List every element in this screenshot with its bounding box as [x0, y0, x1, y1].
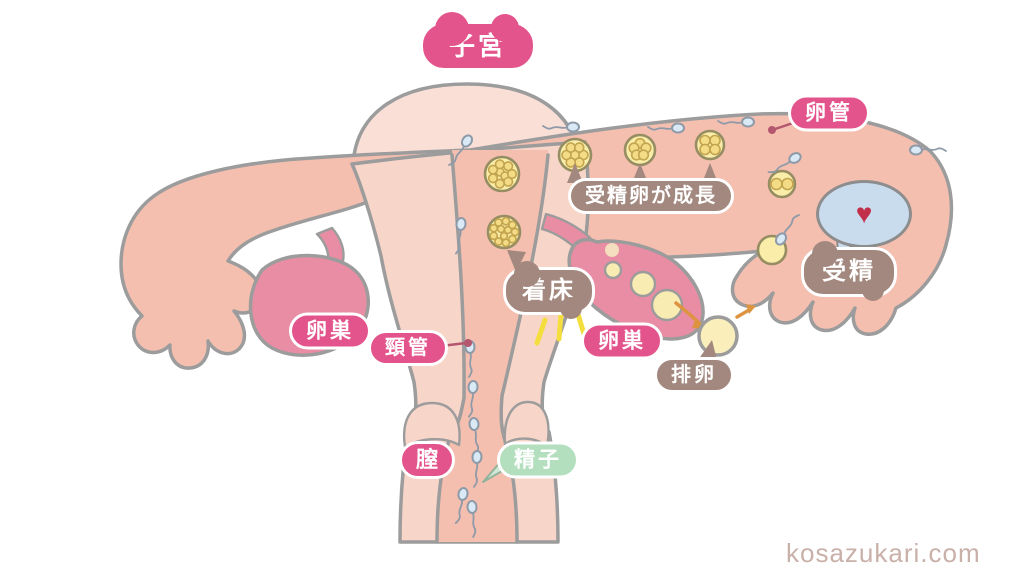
ovary-right-label: 卵巣	[581, 322, 663, 360]
implantation-label-tail	[507, 250, 526, 272]
cervical-canal-label: 頸管	[368, 330, 448, 366]
cervical-canal-label-text: 頸管	[385, 337, 431, 359]
sperm-label-text: 精子	[514, 448, 562, 472]
vagina-label-text: 膣	[415, 447, 439, 472]
ovary-left-label: 卵巣	[289, 312, 371, 350]
sperm-label: 精子	[497, 441, 579, 479]
ovulation-label: 排卵	[654, 357, 734, 393]
uterus-label: 子宮	[419, 12, 537, 71]
egg-late-morula	[483, 155, 521, 193]
ovary-follicles	[603, 243, 684, 322]
vagina-label: 膣	[398, 441, 456, 479]
ovulation-label-tail	[698, 340, 717, 360]
heart-icon: ♥	[855, 198, 873, 229]
implantation-label: 着床	[503, 261, 595, 319]
uterus-label-text: 子宮	[448, 31, 508, 61]
ovary-right-label-text: 卵巣	[598, 329, 646, 353]
fertilization-label-text: 受精	[822, 258, 876, 285]
fornix-bump-left	[402, 401, 461, 449]
ovulation-label-text: 排卵	[671, 364, 717, 386]
canal-right-edge	[499, 153, 550, 544]
ovulated-egg	[697, 315, 739, 357]
egg-morula	[557, 137, 593, 173]
watermark: kosazukari.com	[786, 538, 981, 569]
heart-bubble: ♥	[816, 180, 912, 248]
watermark-text: kosazukari.com	[786, 538, 981, 568]
ovulation-arrow	[674, 301, 756, 329]
egg-growth-label: 受精卵が成長	[568, 178, 734, 214]
uterine-canal	[437, 150, 548, 542]
fertilization-egg	[756, 214, 800, 266]
fallopian-tube-label: 卵管	[788, 94, 870, 132]
implantation-label-text: 着床	[522, 277, 576, 304]
egg-2cell	[767, 169, 797, 199]
fallopian-tube-label-text: 卵管	[805, 101, 853, 125]
fertilization-label: 受精	[801, 241, 897, 301]
fornix-bump-right	[503, 400, 550, 448]
egg-8cell	[623, 133, 657, 167]
egg-growth-label-text: 受精卵が成長	[585, 185, 717, 207]
egg-4cell	[694, 129, 726, 161]
egg-blastocyst-implanting	[486, 214, 522, 250]
ovary-left-label-text: 卵巣	[306, 319, 354, 343]
